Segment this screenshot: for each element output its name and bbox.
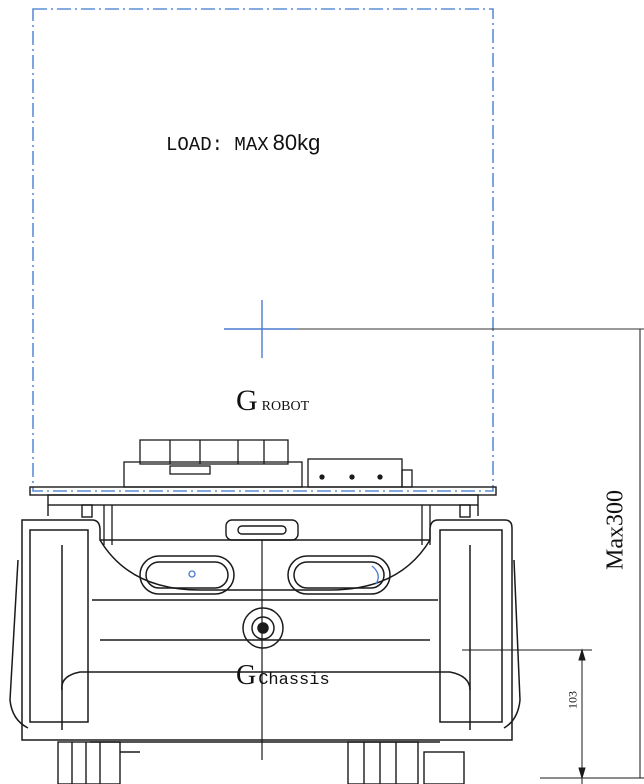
chassis-body [9,519,521,743]
wheels [57,741,465,784]
chassis-height-label: 103 [558,680,588,720]
chassis-windows [139,555,391,595]
g-letter-robot: G [236,384,258,417]
chassis-height-text: 103 [565,691,580,709]
max-height-label: Max300 [596,470,636,590]
robot-subscript: ROBOT [261,399,310,414]
chassis-height-dimension [462,648,644,784]
max-height-text: Max300 [602,490,629,570]
load-prefix: LOAD: MAX [166,134,269,156]
g-letter-chassis: G [236,660,257,691]
chassis-subscript: Chassis [258,671,330,690]
window-accents [188,565,379,585]
load-envelope [32,8,494,492]
front-sensor [225,519,299,541]
emergency-button [242,607,284,649]
robot-cog-marker [224,300,298,358]
top-electronics [123,439,413,488]
load-value: 80kg [272,130,321,155]
support-columns [103,505,431,545]
